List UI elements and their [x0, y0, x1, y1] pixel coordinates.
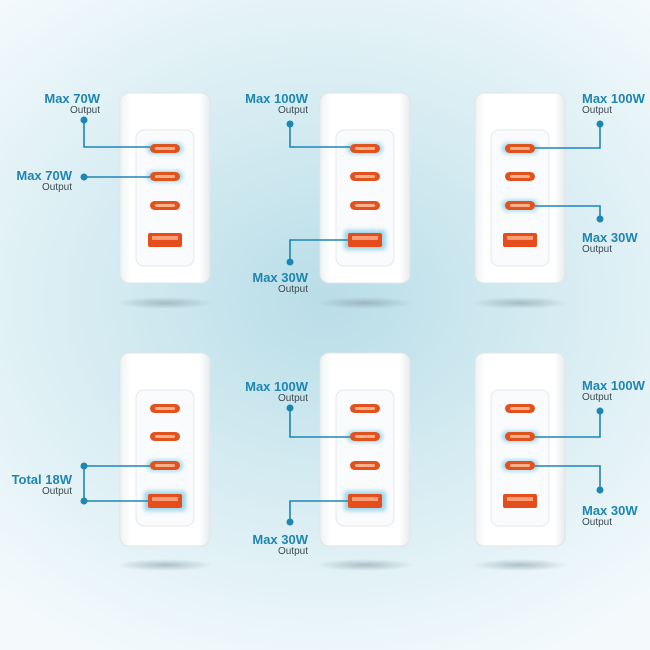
charger-1: [80, 92, 213, 309]
callout-label: Max 100W Output: [582, 92, 645, 116]
connector-line: [83, 120, 150, 178]
usb-c-port-c2[interactable]: [347, 431, 383, 442]
callout-sub: Output: [582, 517, 613, 528]
usb-c-port-c2[interactable]: [505, 172, 535, 181]
callout-dot: [286, 518, 294, 526]
callout-main: Max 70W: [16, 168, 72, 183]
usb-c-port-c1[interactable]: [505, 404, 535, 413]
callout-sub: Output: [41, 486, 72, 497]
callout-sub: Output: [277, 393, 308, 404]
callout-sub: Output: [277, 284, 308, 295]
connector-line: [535, 124, 601, 219]
usb-a-port[interactable]: [344, 230, 386, 250]
callout-main: Max 30W: [252, 270, 308, 285]
usb-c-port-c2[interactable]: [502, 431, 538, 442]
callout-sub: Output: [41, 182, 72, 193]
callout-dot: [596, 407, 604, 415]
callout-main: Max 100W: [245, 379, 308, 394]
callout-label: Total 18W Output: [12, 473, 72, 497]
usb-c-port-c1[interactable]: [502, 143, 538, 154]
callout-sub: Output: [277, 105, 308, 116]
callout-label: Max 70W Output: [44, 92, 100, 116]
usb-a-port[interactable]: [148, 233, 182, 247]
callout-main: Max 30W: [582, 230, 638, 245]
charger-shadow: [317, 297, 413, 309]
callout-sub: Output: [582, 105, 613, 116]
port-panel: [490, 129, 550, 267]
callout-dot: [596, 486, 604, 494]
callout-dot: [80, 497, 88, 505]
charger-3: [472, 92, 604, 309]
usb-c-port-c3[interactable]: [150, 201, 180, 210]
callout-dot: [596, 120, 604, 128]
callout-label: Max 70W Output: [16, 169, 72, 193]
callout-main: Total 18W: [11, 472, 72, 487]
charger-shadow: [117, 297, 213, 309]
usb-a-port[interactable]: [503, 233, 537, 247]
charger-shadow: [117, 559, 213, 571]
usb-c-port-c3[interactable]: [350, 461, 380, 470]
charger-shadow: [317, 559, 413, 571]
usb-c-port-c3[interactable]: [350, 201, 380, 210]
charger-2: [286, 92, 413, 309]
callout-main: Max 70W: [44, 91, 100, 106]
port-panel: [490, 389, 550, 527]
charger-6: [472, 352, 604, 571]
connector-line: [289, 408, 350, 522]
connector-line: [289, 124, 350, 262]
callout-main: Max 100W: [582, 378, 645, 393]
callout-sub: Output: [277, 546, 308, 557]
callout-sub: Output: [582, 392, 613, 403]
callout-dot: [286, 258, 294, 266]
callout-dot: [596, 215, 604, 223]
callout-label: Max 100W Output: [245, 380, 308, 404]
usb-c-port-c3[interactable]: [147, 460, 183, 471]
charger-5: [286, 352, 413, 571]
charger-4: [80, 352, 213, 571]
callout-label: Max 30W Output: [252, 271, 308, 295]
charger-shadow: [472, 297, 568, 309]
callout-main: Max 100W: [582, 91, 645, 106]
callout-dot: [286, 120, 294, 128]
callout-label: Max 100W Output: [582, 379, 645, 403]
usb-a-port[interactable]: [144, 491, 186, 511]
usb-c-port-c3[interactable]: [502, 200, 538, 211]
callout-main: Max 30W: [582, 503, 638, 518]
usb-c-port-c1[interactable]: [350, 404, 380, 413]
usb-c-port-c1[interactable]: [347, 143, 383, 154]
callout-dot: [286, 404, 294, 412]
usb-c-port-c1[interactable]: [150, 404, 180, 413]
charger-shadow: [472, 559, 568, 571]
usb-c-port-c2[interactable]: [150, 432, 180, 441]
callout-main: Max 30W: [252, 532, 308, 547]
callout-sub: Output: [69, 105, 100, 116]
callout-dot: [80, 173, 88, 181]
callout-dot: [80, 462, 88, 470]
callout-sub: Output: [582, 244, 613, 255]
callout-label: Max 30W Output: [582, 504, 638, 528]
usb-c-port-c3[interactable]: [502, 460, 538, 471]
callout-label: Max 100W Output: [245, 92, 308, 116]
usb-c-port-c1[interactable]: [147, 143, 183, 154]
callout-label: Max 30W Output: [582, 231, 638, 255]
callout-dot: [80, 116, 88, 124]
callout-label: Max 30W Output: [252, 533, 308, 557]
usb-c-port-c2[interactable]: [147, 171, 183, 182]
usb-a-port[interactable]: [344, 491, 386, 511]
port-panel: [135, 129, 195, 267]
usb-a-port[interactable]: [503, 494, 537, 508]
connector-line: [535, 411, 601, 490]
callout-main: Max 100W: [245, 91, 308, 106]
usb-c-port-c2[interactable]: [350, 172, 380, 181]
